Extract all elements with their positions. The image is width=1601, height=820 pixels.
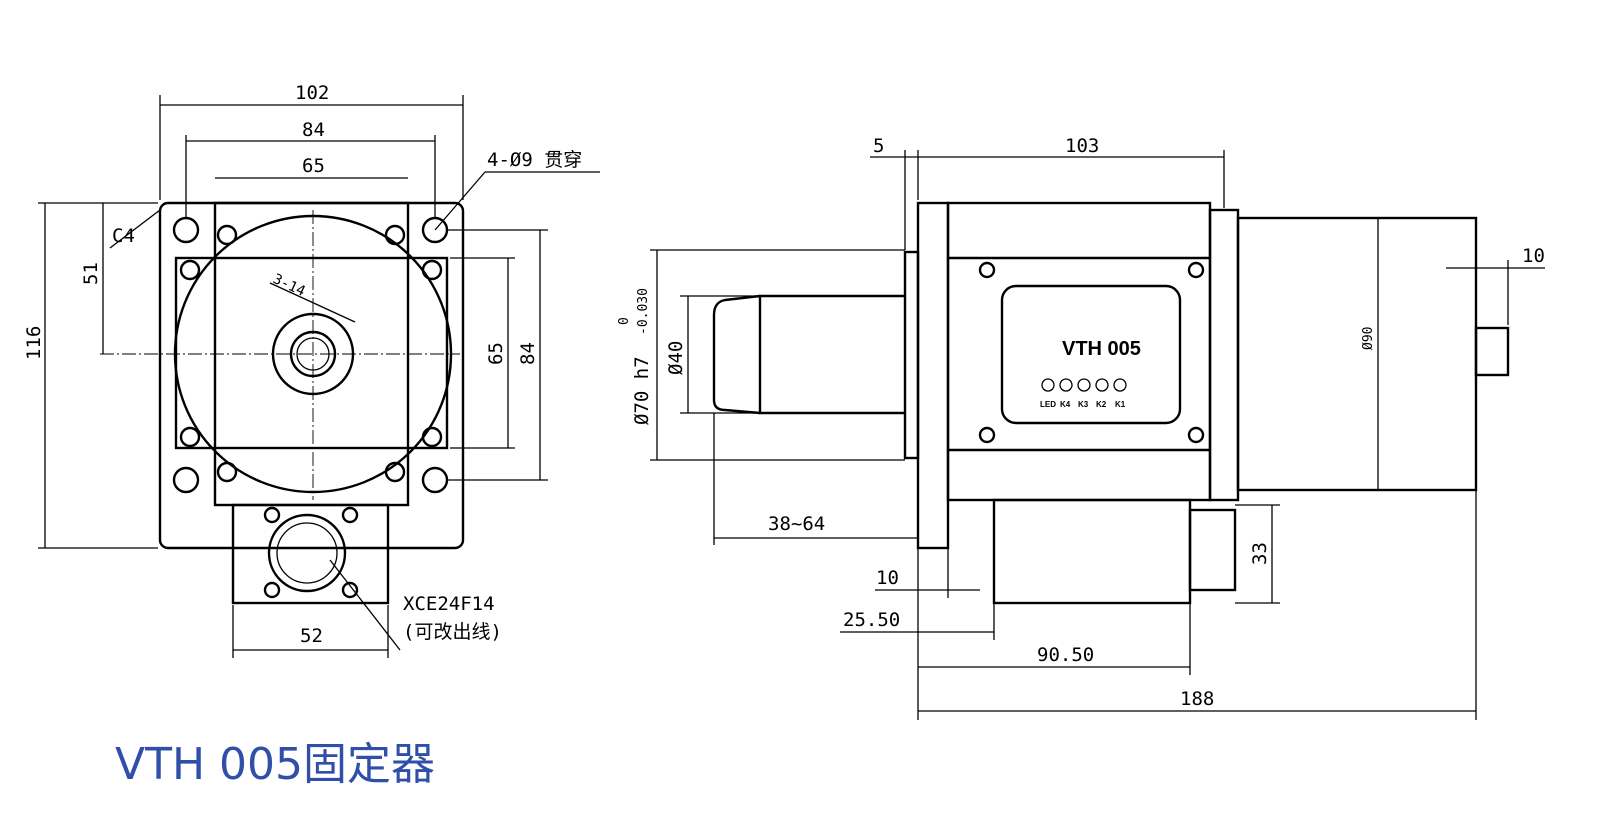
thread-note: 3-14: [270, 271, 307, 300]
dim-25-50: 25.50: [843, 609, 900, 631]
dim-5: 5: [873, 135, 884, 157]
led-label: K4: [1060, 400, 1071, 409]
tolerance-upper: 0: [617, 317, 632, 325]
dim-65: 65: [302, 155, 325, 177]
led-label: K1: [1115, 400, 1126, 409]
screws: [179, 224, 443, 483]
connector-label: XCE24F14: [403, 593, 495, 615]
dia-70: Ø70 h7: [631, 356, 653, 425]
front-view: 102 84 65 4-Ø9 贯穿 C4 3-14 51 116 65 84 5…: [23, 82, 600, 658]
dim-188: 188: [1180, 688, 1214, 710]
dim-10: 10: [876, 567, 899, 589]
tolerance-lower: -0.030: [636, 288, 651, 335]
drawing-title: VTH 005固定器: [115, 739, 436, 790]
dim-84: 84: [302, 119, 325, 141]
dim-51: 51: [80, 262, 102, 285]
dia-40: Ø40: [665, 341, 687, 375]
dim-33: 33: [1249, 542, 1271, 565]
chamfer-note: C4: [112, 225, 135, 247]
dim-10-top: 10: [1522, 245, 1545, 267]
dia-90: Ø90: [1361, 327, 1376, 350]
dim-116: 116: [23, 326, 45, 360]
led-label: K2: [1096, 400, 1107, 409]
dim-range: 38~64: [768, 513, 825, 535]
side-view: VTH 005 LED K4 K3 K2 K1 5 103 10 Ø90 Ø70…: [617, 135, 1545, 720]
plate-label: VTH 005: [1062, 338, 1141, 360]
dim-90-50: 90.50: [1037, 644, 1094, 666]
dim-52: 52: [300, 625, 323, 647]
led-label: LED: [1040, 400, 1056, 409]
dim-84-vertical: 84: [517, 342, 539, 365]
led-label: K3: [1078, 400, 1089, 409]
holes-note: 4-Ø9 贯穿: [487, 149, 582, 171]
connector-note: (可改出线): [403, 621, 502, 643]
dim-103: 103: [1065, 135, 1099, 157]
dim-65-vertical: 65: [485, 342, 507, 365]
led-indicators: [1041, 378, 1127, 392]
dim-102: 102: [295, 82, 329, 104]
